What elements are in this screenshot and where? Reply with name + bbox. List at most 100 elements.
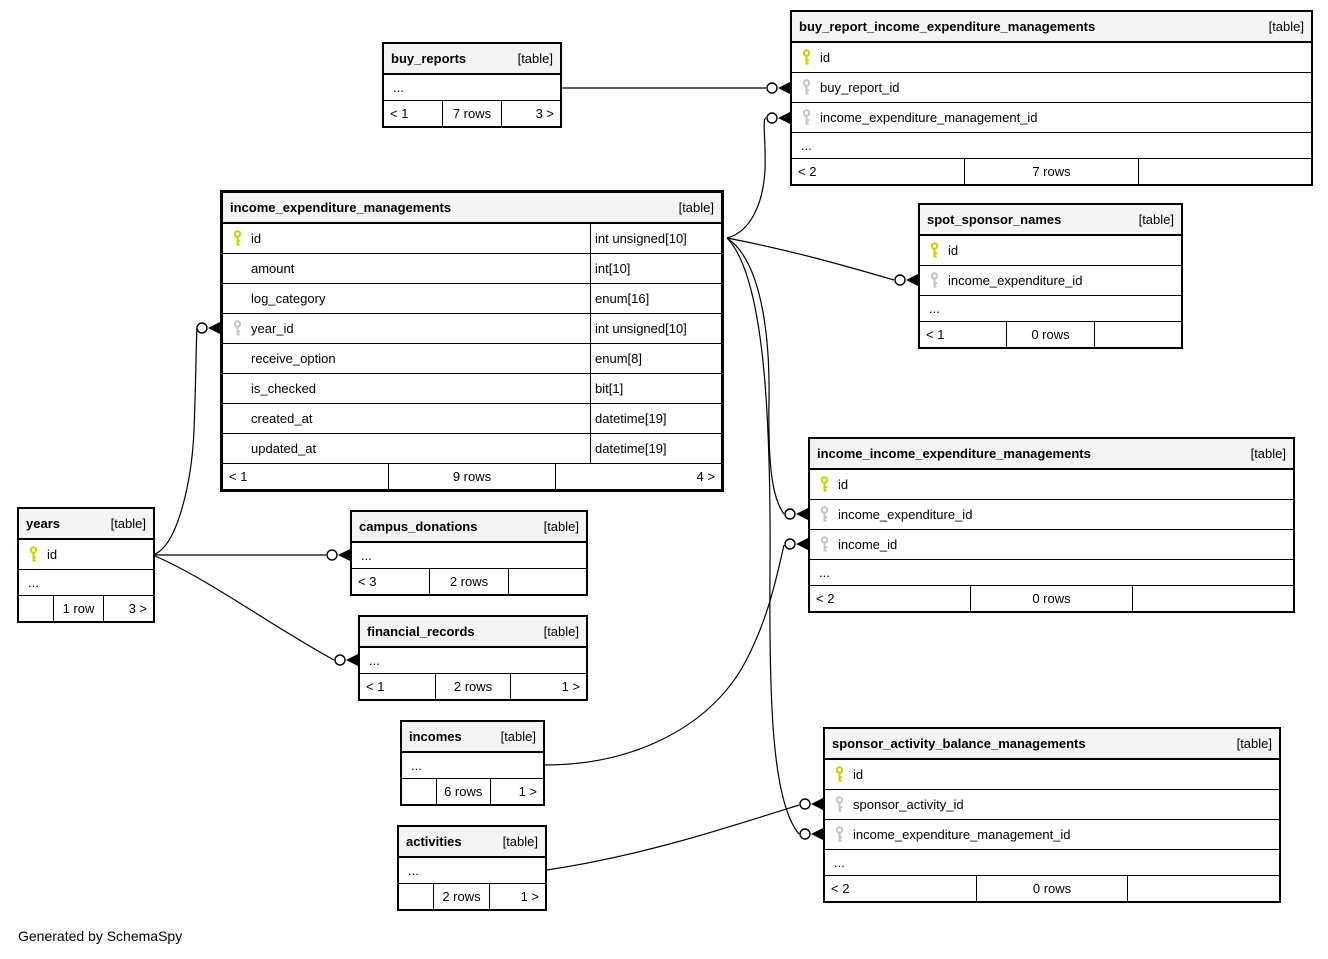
ellipsis-row: ...: [399, 858, 545, 883]
crow-foot-endpoint: [196, 322, 220, 334]
table-type-tag: [table]: [1268, 19, 1304, 34]
table-title: income_income_expenditure_managements: [817, 446, 1091, 461]
table-incomes[interactable]: incomes [table] ... 6 rows 1 >: [400, 720, 545, 806]
table-activities[interactable]: activities [table] ... 2 rows 1 >: [397, 825, 547, 911]
row-count: 0 rows: [975, 876, 1128, 901]
table-footer: < 2 0 rows: [810, 585, 1293, 611]
table-buy_reports[interactable]: buy_reports [table] ... < 1 7 rows 3 >: [382, 42, 562, 128]
parents-indicator: < 1: [366, 679, 385, 694]
table-header: incomes [table]: [402, 722, 543, 753]
table-sponsor_activity_balance_managements[interactable]: sponsor_activity_balance_managements [ta…: [823, 727, 1281, 903]
column-name: amount: [251, 261, 295, 276]
table-spot_sponsor_names[interactable]: spot_sponsor_names [table] id income_exp…: [918, 203, 1183, 349]
column-name: income_expenditure_management_id: [820, 110, 1038, 125]
table-income_expenditure_managements[interactable]: income_expenditure_managements [table] i…: [220, 190, 724, 492]
table-title: income_expenditure_managements: [230, 200, 452, 215]
ellipsis-text: ...: [801, 138, 812, 153]
table-campus_donations[interactable]: campus_donations [table] ... < 3 2 rows: [350, 510, 588, 596]
column-name: id: [948, 243, 959, 258]
foreign-key-icon: [810, 536, 838, 553]
table-header: years [table]: [19, 509, 153, 540]
table-header: financial_records [table]: [360, 617, 586, 648]
table-title: sponsor_activity_balance_managements: [832, 736, 1086, 751]
column-type: enum[8]: [590, 344, 721, 373]
table-buy_report_income_expenditure_managements[interactable]: buy_report_income_expenditure_management…: [790, 10, 1313, 186]
table-type-tag: [table]: [678, 200, 714, 215]
primary-key-icon: [810, 476, 838, 493]
table-title: buy_reports: [391, 51, 467, 66]
table-type-tag: [table]: [543, 624, 579, 639]
parents-indicator: < 1: [926, 327, 945, 342]
table-type-tag: [table]: [110, 516, 146, 531]
generator-note: Generated by SchemaSpy: [18, 928, 183, 944]
children-indicator: 1 >: [510, 674, 586, 699]
column-name: income_expenditure_id: [838, 507, 973, 522]
column-name: year_id: [251, 321, 294, 336]
relationship-line: [726, 237, 895, 281]
children-indicator: [1131, 586, 1293, 611]
column-row: sponsor_activity_id: [825, 789, 1279, 819]
table-type-tag: [table]: [517, 51, 553, 66]
table-footer: < 1 7 rows 3 >: [384, 100, 560, 126]
column-row: amount int[10]: [223, 253, 721, 283]
column-row: id: [825, 760, 1279, 789]
column-row: id int unsigned[10]: [223, 224, 721, 253]
table-title: spot_sponsor_names: [927, 212, 1062, 227]
foreign-key-icon: [920, 272, 948, 289]
table-footer: < 1 2 rows 1 >: [360, 673, 586, 699]
column-row: income_expenditure_management_id: [792, 102, 1311, 132]
table-header: activities [table]: [399, 827, 545, 858]
column-type: int unsigned[10]: [590, 224, 721, 253]
table-financial_records[interactable]: financial_records [table] ... < 1 2 rows…: [358, 615, 588, 701]
row-count: 2 rows: [433, 884, 489, 909]
table-title: buy_report_income_expenditure_management…: [799, 19, 1096, 34]
relationship-line: [726, 237, 785, 515]
column-name: income_expenditure_management_id: [853, 827, 1071, 842]
row-count: 0 rows: [1006, 322, 1093, 347]
children-indicator: [1137, 159, 1311, 184]
primary-key-icon: [825, 766, 853, 783]
table-footer: < 2 0 rows: [825, 875, 1279, 901]
column-type: int unsigned[10]: [590, 314, 721, 343]
ellipsis-text: ...: [408, 863, 419, 878]
column-name: id: [47, 547, 58, 562]
relationship-line: [154, 327, 198, 555]
row-count: 1 row: [53, 596, 103, 621]
column-row: income_expenditure_id: [810, 499, 1293, 529]
table-income_income_expenditure_managements[interactable]: income_income_expenditure_managements [t…: [808, 437, 1295, 613]
column-name: is_checked: [251, 381, 317, 396]
column-name: updated_at: [251, 441, 317, 456]
table-type-tag: [table]: [1138, 212, 1174, 227]
column-name: id: [820, 50, 831, 65]
parents-indicator: < 2: [816, 591, 835, 606]
crow-foot-endpoint: [326, 549, 350, 561]
children-indicator: [1093, 322, 1181, 347]
column-name: receive_option: [251, 351, 336, 366]
table-header: buy_report_income_expenditure_management…: [792, 12, 1311, 43]
table-footer: 6 rows 1 >: [402, 778, 543, 804]
column-name: log_category: [251, 291, 326, 306]
column-name: income_expenditure_id: [948, 273, 1083, 288]
ellipsis-row: ...: [19, 569, 153, 595]
table-title: financial_records: [367, 624, 475, 639]
column-row: id: [792, 43, 1311, 72]
column-row: buy_report_id: [792, 72, 1311, 102]
crow-foot-endpoint: [784, 508, 808, 520]
table-footer: 2 rows 1 >: [399, 883, 545, 909]
table-header: sponsor_activity_balance_managements [ta…: [825, 729, 1279, 760]
table-years[interactable]: years [table] id ... 1 row 3 >: [17, 507, 155, 623]
column-type: bit[1]: [590, 374, 721, 403]
table-title: activities: [406, 834, 462, 849]
foreign-key-icon: [810, 506, 838, 523]
row-count: 2 rows: [429, 569, 507, 594]
primary-key-icon: [792, 49, 820, 66]
table-footer: < 1 9 rows 4 >: [223, 463, 721, 489]
parents-indicator: < 2: [831, 881, 850, 896]
ellipsis-text: ...: [929, 301, 940, 316]
crow-foot-endpoint: [799, 798, 823, 810]
column-row: income_expenditure_id: [920, 265, 1181, 295]
children-indicator: 3 >: [501, 101, 560, 126]
table-header: buy_reports [table]: [384, 44, 560, 75]
column-row: is_checked bit[1]: [223, 373, 721, 403]
row-count: 7 rows: [442, 101, 501, 126]
